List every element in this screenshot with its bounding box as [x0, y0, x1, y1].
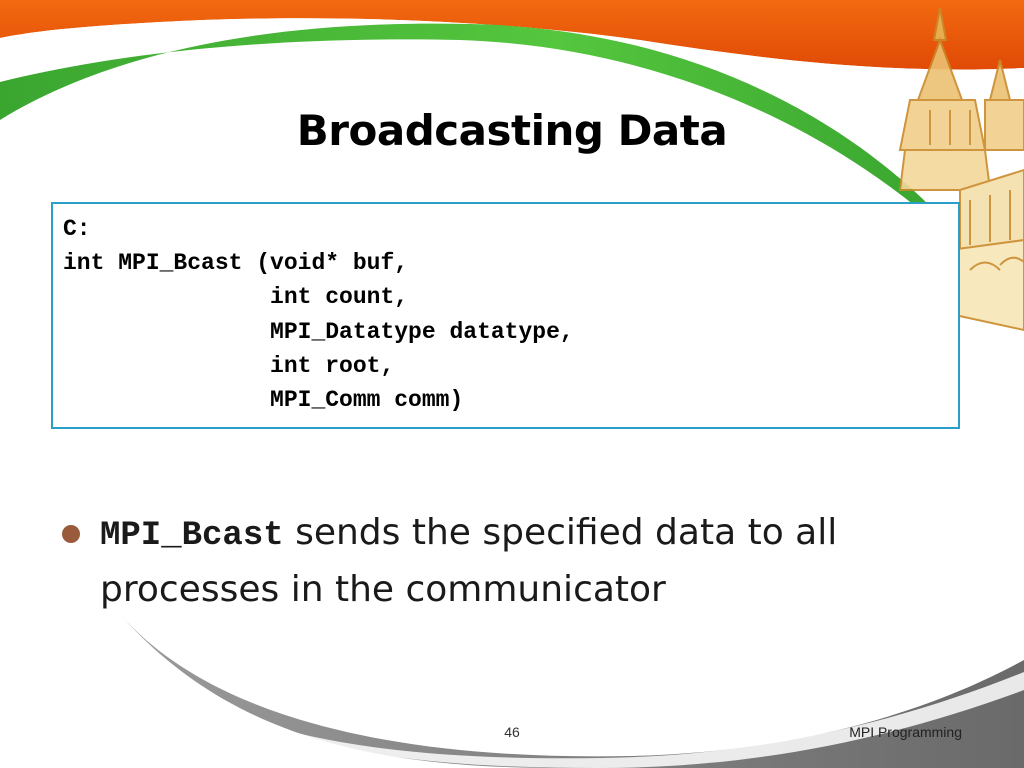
- temple-illustration: [898, 7, 1024, 332]
- filled-circle-bullet-icon: [62, 525, 80, 543]
- page-number: 46: [504, 724, 520, 740]
- code-box: C: int MPI_Bcast (void* buf, int count, …: [51, 202, 960, 429]
- bullet-text: MPI_Bcast sends the specified data to al…: [100, 506, 922, 617]
- footer-label: MPI Programming: [849, 724, 962, 740]
- orange-band: [0, 0, 1024, 70]
- bullet-code-term: MPI_Bcast: [100, 517, 284, 555]
- green-band: [0, 23, 930, 210]
- code-snippet: C: int MPI_Bcast (void* buf, int count, …: [63, 216, 574, 414]
- bullet-item: MPI_Bcast sends the specified data to al…: [62, 506, 922, 617]
- gray-swoosh: [0, 600, 1024, 768]
- bullet-description: sends the specified data to all processe…: [100, 512, 838, 610]
- slide-title: Broadcasting Data: [296, 106, 728, 155]
